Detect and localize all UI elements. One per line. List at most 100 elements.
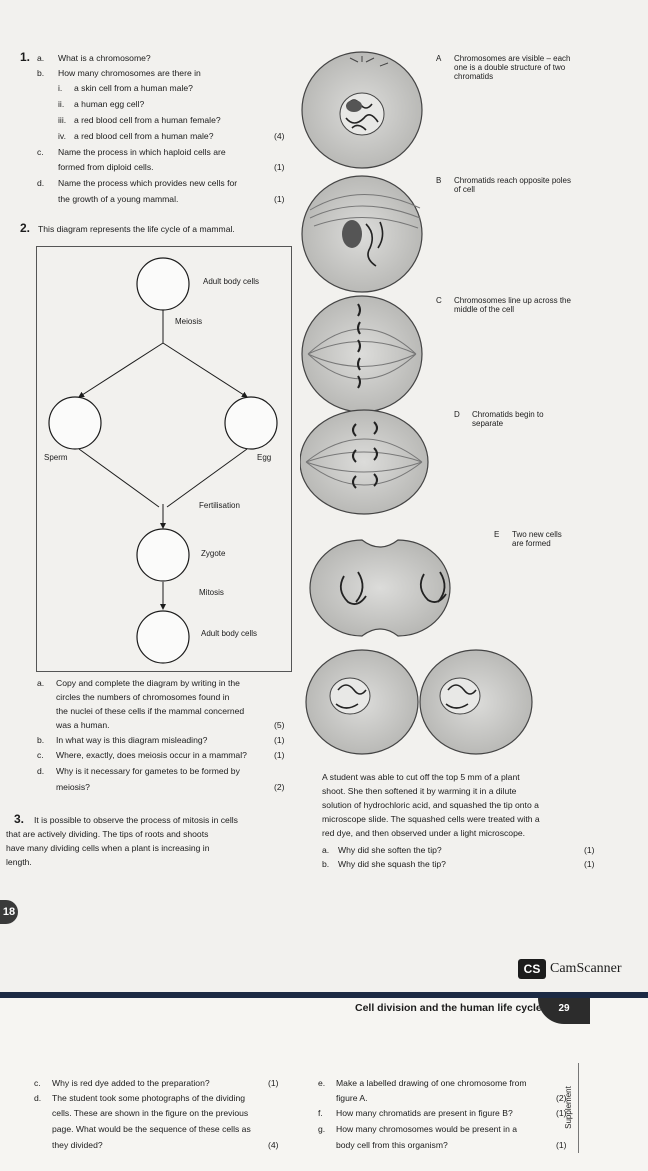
cell-a (301, 51, 423, 169)
q3d-line-4: they divided? (52, 1140, 103, 1150)
q2d-text: Why is it necessary for gametes to be fo… (56, 766, 240, 776)
page-number: 18 (0, 900, 18, 924)
q3-left-line-3: have many dividing cells when a plant is… (6, 843, 210, 853)
q3b-text: Why did she squash the tip? (338, 859, 446, 869)
q2b-label: b. (37, 735, 45, 745)
q1b-ii-text: a human egg cell? (74, 99, 145, 109)
supplement-tab-label: Supplement (563, 1086, 573, 1129)
q1d-text: Name the process which provides new cell… (58, 178, 238, 188)
q3-left-line-4: length. (6, 857, 32, 867)
q3d-marks: (4) (268, 1140, 279, 1150)
label-meiosis: Meiosis (175, 317, 203, 326)
circle-sperm (48, 396, 102, 450)
q3a-text: Why did she soften the tip? (338, 845, 442, 855)
q3-right-line-2: shoot. She then softened it by warming i… (322, 786, 517, 796)
q2a-line-3: the nuclei of these cells if the mammal … (56, 706, 245, 716)
q2a-line-2: circles the numbers of chromosomes found… (56, 692, 230, 702)
q2c-text: Where, exactly, does meiosis occur in a … (56, 750, 247, 760)
q1-number: 1. (20, 50, 31, 64)
next-page-number: 29 (538, 998, 590, 1024)
cell-c (301, 295, 423, 413)
camscanner-logo: CS (518, 959, 546, 979)
supplement-tab: Supplement (564, 1063, 593, 1153)
label-adult-bottom: Adult body cells (201, 629, 258, 638)
q3-number: 3. (14, 812, 25, 826)
q2-intro: This diagram represents the life cycle o… (38, 224, 235, 234)
q3c-text: Why is red dye added to the preparation? (52, 1078, 210, 1088)
q1a-label: a. (37, 53, 45, 63)
q2c-label: c. (37, 750, 44, 760)
q3a-marks: (1) (584, 845, 595, 855)
q3f-text: How many chromatids are present in figur… (336, 1108, 513, 1118)
q3-right-line-5: red dye, and then observed under a light… (322, 828, 526, 838)
q1b-label: b. (37, 68, 45, 78)
q2-number: 2. (20, 221, 31, 235)
q1b-iv-text: a red blood cell from a human male? (74, 131, 214, 141)
final-two-cells (305, 649, 533, 755)
q1b-iii-label: iii. (58, 115, 67, 125)
stage-c-line-2: middle of the cell (454, 305, 515, 314)
q3f-marks: (1) (556, 1108, 567, 1118)
stage-a-letter: A (436, 54, 442, 63)
q1d-label: d. (37, 178, 45, 188)
circle-zygote (136, 528, 190, 582)
q2a-marks: (5) (274, 720, 285, 730)
q3-right-line-3: solution of hydrochloric acid, and squas… (322, 800, 539, 810)
label-adult-top: Adult body cells (203, 277, 260, 286)
stage-a-line-1: Chromosomes are visible – each (454, 54, 571, 63)
q3e-label: e. (318, 1078, 326, 1088)
q1d-text2: the growth of a young mammal. (58, 194, 179, 204)
circle-adult-bottom (136, 610, 190, 664)
q3b-label: b. (322, 859, 330, 869)
q2d-label: d. (37, 766, 45, 776)
cell-b (301, 175, 423, 293)
q3g-label: g. (318, 1124, 326, 1134)
stage-c-line-1: Chromosomes line up across the (454, 296, 571, 305)
q3e-text: Make a labelled drawing of one chromosom… (336, 1078, 527, 1088)
q2a-line-4: was a human. (56, 720, 110, 730)
next-page (0, 998, 648, 1171)
camscanner-text: CamScanner (550, 961, 622, 976)
life-cycle-diagram: Adult body cells Meiosis Sperm Egg Ferti… (36, 246, 292, 672)
q3e-marks: (2) (556, 1093, 567, 1103)
circle-egg (224, 396, 278, 450)
q1b-i-label: i. (58, 83, 63, 93)
q2d-marks: (2) (274, 782, 285, 792)
stage-d-letter: D (454, 410, 460, 419)
line-sperm-to-fertilisation (78, 448, 160, 508)
q1b-ii-label: ii. (58, 99, 65, 109)
mitosis-cells-drawing (300, 51, 533, 755)
stage-b-letter: B (436, 176, 442, 185)
q3c-label: c. (34, 1078, 41, 1088)
cell-d (300, 409, 429, 515)
q1b-i-text: a skin cell from a human male? (74, 83, 193, 93)
label-sperm: Sperm (44, 453, 68, 462)
q3e-text2: figure A. (336, 1093, 368, 1103)
label-mitosis: Mitosis (199, 588, 224, 597)
q3g-text2: body cell from this organism? (336, 1140, 448, 1150)
arrow-to-egg (162, 342, 248, 398)
stage-b-line-1: Chromatids reach opposite poles (454, 176, 571, 185)
stage-b-line-2: of cell (454, 185, 475, 194)
q2b-text: In what way is this diagram misleading? (56, 735, 208, 745)
label-zygote: Zygote (201, 549, 226, 558)
q1d-marks: (1) (274, 194, 285, 204)
stage-c-letter: C (436, 296, 442, 305)
q3d-label: d. (34, 1093, 42, 1103)
circle-adult-top (136, 257, 190, 311)
line-egg-to-fertilisation (166, 448, 248, 508)
q3g-text: How many chromosomes would be present in… (336, 1124, 518, 1134)
stage-a-line-3: chromatids (454, 72, 494, 81)
page-divider (0, 992, 648, 998)
q2d-text2: meiosis? (56, 782, 90, 792)
label-egg: Egg (257, 453, 272, 462)
q2a-label: a. (37, 678, 45, 688)
q1b-iii-text: a red blood cell from a human female? (74, 115, 221, 125)
q2b-marks: (1) (274, 735, 285, 745)
q1c-text2: formed from diploid cells. (58, 162, 154, 172)
q2a-line-1: Copy and complete the diagram by writing… (56, 678, 240, 688)
q3-left-line-2: that are actively dividing. The tips of … (6, 829, 209, 839)
q3a-label: a. (322, 845, 330, 855)
q1b-iv-label: iv. (58, 131, 66, 141)
q3d-line-3: page. What would be the sequence of thes… (52, 1124, 251, 1134)
